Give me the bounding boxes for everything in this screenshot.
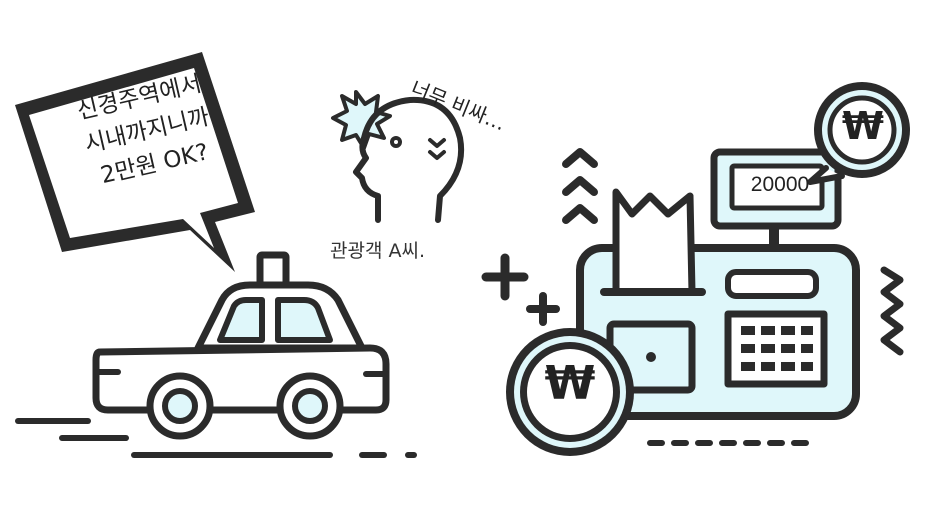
taxi-icon	[15, 251, 417, 458]
won-coin-icon	[506, 328, 634, 456]
tourist-label: 관광객 A씨.	[330, 240, 425, 262]
speech-bubble	[15, 52, 255, 272]
won-symbol-coin: ₩	[544, 356, 596, 410]
won-symbol-bubble: ₩	[842, 104, 884, 148]
chevron-up-icon	[562, 148, 598, 224]
register-display-value: 20000	[750, 173, 810, 196]
cash-register-icon	[576, 148, 860, 446]
plus-icon	[481, 253, 560, 326]
won-speech-bubble-icon	[807, 82, 910, 185]
tourist-head-icon	[331, 90, 465, 223]
zigzag-icon	[880, 266, 904, 356]
